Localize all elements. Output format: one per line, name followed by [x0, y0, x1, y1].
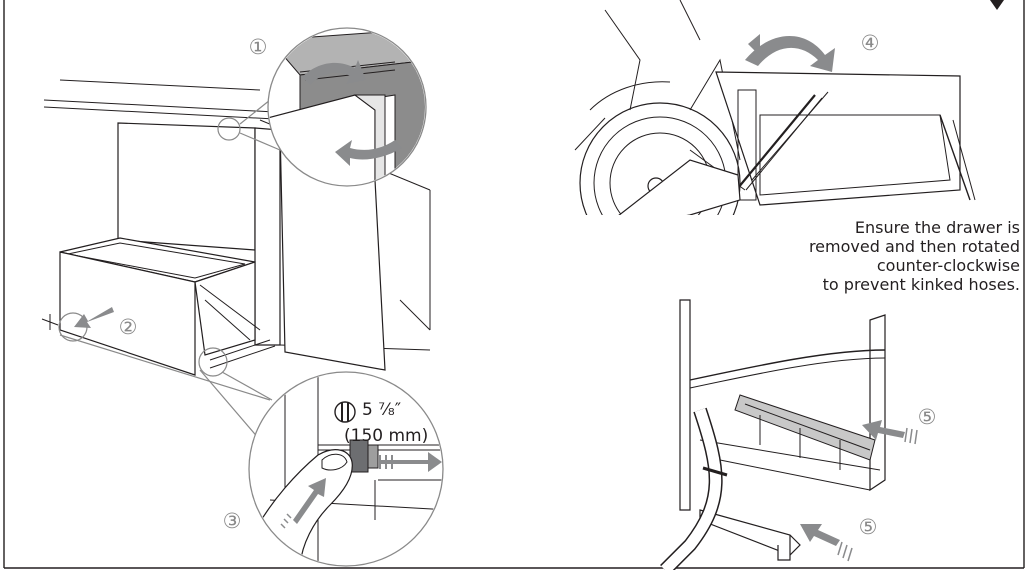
detail-circle-1 [267, 27, 427, 187]
dimension-metric: (150 mm) [344, 426, 428, 446]
caption-line-3: counter-clockwise [876, 256, 1020, 275]
step-4-label: ④ [861, 31, 880, 55]
pull-drawer-arrow [41, 307, 114, 330]
detail-circle-3 [248, 371, 444, 567]
caption-line-1: Ensure the drawer is [854, 218, 1020, 237]
step-5b-label: ⑤ [859, 515, 878, 539]
dimension-imperial: 5 ⁷⁄₈″ [362, 400, 401, 420]
down-triangle-icon [990, 0, 1004, 10]
rotation-caption: Ensure the drawer is removed and then ro… [720, 218, 1020, 294]
screw-head-icon [334, 401, 356, 423]
hose-rail-illustration [660, 299, 918, 570]
step-3-label: ③ [223, 509, 242, 533]
caption-line-4: to prevent kinked hoses. [822, 275, 1020, 294]
step-1-label: ① [249, 35, 268, 59]
page-frame [3, 0, 1025, 569]
step-2-label: ② [119, 315, 138, 339]
caption-line-2: removed and then rotated [808, 237, 1020, 256]
drawer-cabinet-illustration [43, 79, 431, 441]
drawer-rotation-illustration [574, 0, 976, 215]
step-5a-label: ⑤ [918, 405, 937, 429]
